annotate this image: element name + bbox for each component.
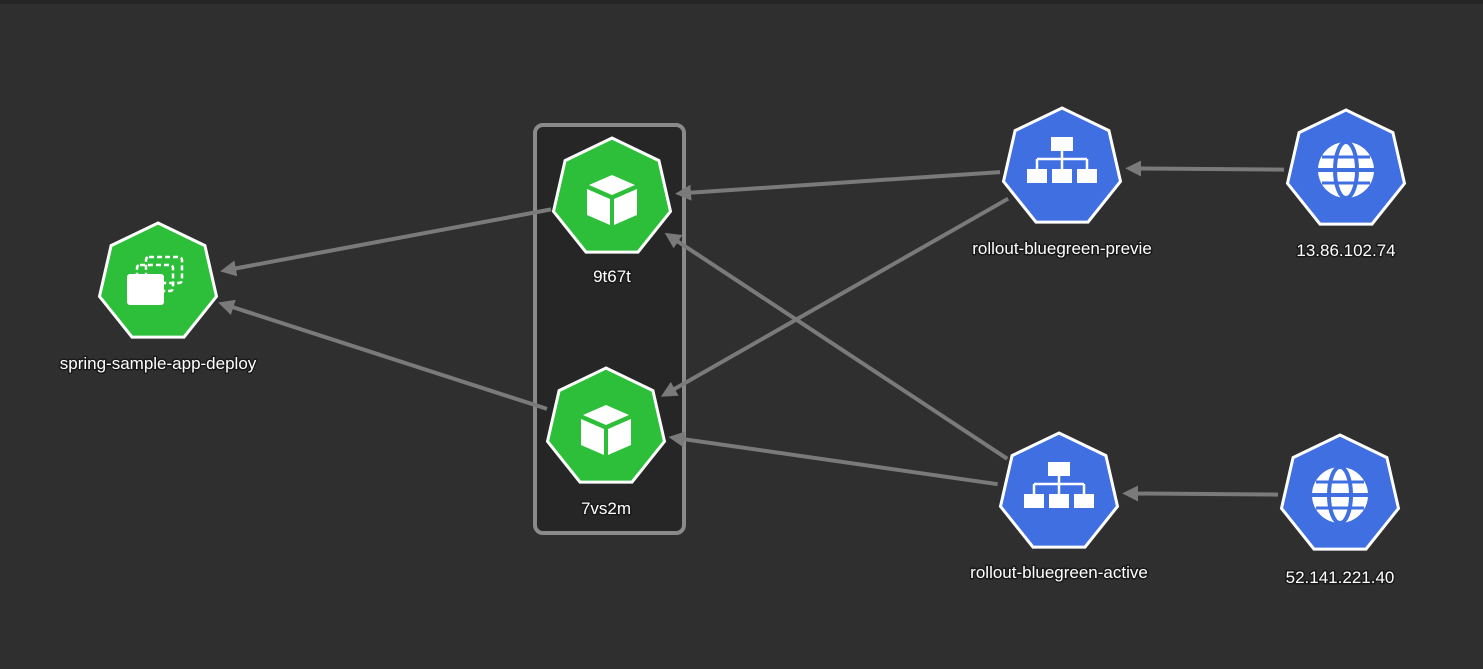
- node-pod-9t67t[interactable]: 9t67t: [551, 136, 673, 288]
- pod-label: 7vs2m: [581, 499, 631, 518]
- node-service-preview[interactable]: rollout-bluegreen-previe: [971, 106, 1153, 260]
- edge-svc_active-to-pod_a: [664, 232, 1009, 461]
- globe-icon: [1318, 140, 1374, 200]
- pod-node-shape: [551, 136, 673, 254]
- service-network-icon: [1024, 462, 1094, 508]
- ip-label: 13.86.102.74: [1296, 241, 1395, 260]
- pod-cube-icon: [581, 405, 631, 455]
- edge-ip_preview-to-svc_preview: [1125, 160, 1285, 177]
- node-ip-preview[interactable]: 13.86.102.74: [1285, 108, 1407, 262]
- edge-svc_preview-to-pod_a: [675, 170, 1001, 201]
- pod-node-shape: [545, 366, 667, 484]
- edges-layer: [218, 160, 1285, 502]
- service-network-icon: [1027, 137, 1097, 183]
- globe-icon: [1312, 465, 1368, 525]
- service-label: rollout-bluegreen-previe: [972, 239, 1152, 258]
- deployment-label: spring-sample-app-deploy: [60, 354, 257, 373]
- node-ip-active[interactable]: 52.141.221.40: [1279, 433, 1401, 589]
- edge-svc_preview-to-pod_b: [660, 196, 1010, 397]
- edge-pod_b-to-deploy: [218, 299, 548, 411]
- edge-ip_active-to-svc_active: [1122, 485, 1279, 502]
- edge-pod_a-to-deploy: [220, 207, 552, 277]
- node-pod-7vs2m[interactable]: 7vs2m: [545, 366, 667, 520]
- pod-label: 9t67t: [593, 267, 631, 286]
- top-edge-bar: [0, 0, 1483, 4]
- edge-svc_active-to-pod_b: [668, 431, 998, 487]
- node-deployment[interactable]: spring-sample-app-deploy: [58, 221, 258, 375]
- deployment-icon: [127, 255, 184, 305]
- pod-cube-icon: [587, 175, 637, 225]
- ip-label: 52.141.221.40: [1286, 568, 1395, 587]
- service-label: rollout-bluegreen-active: [970, 563, 1148, 582]
- node-service-active[interactable]: rollout-bluegreen-active: [969, 431, 1149, 584]
